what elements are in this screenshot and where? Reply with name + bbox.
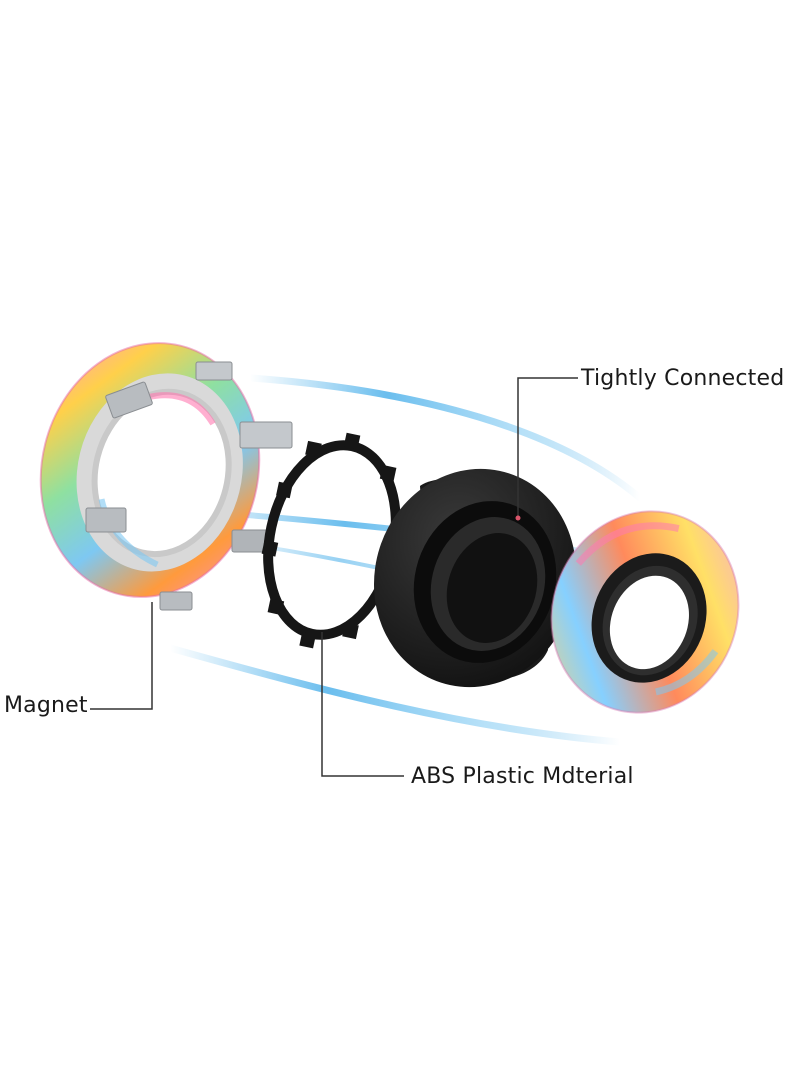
leader-tightly-connected <box>517 377 578 518</box>
rainbow-end-ring <box>550 510 740 714</box>
streak-3 <box>166 644 624 746</box>
magnet-1 <box>105 381 153 419</box>
leader-lines <box>90 377 578 777</box>
callout-tightly-connected: Tightly Connected <box>581 366 785 391</box>
magnet-2 <box>239 421 293 449</box>
rainbow-outer-ring <box>39 342 261 598</box>
magnet-pieces <box>85 361 293 611</box>
black-inner-sleeve <box>374 468 576 688</box>
leader-dot-tightly-connected <box>515 515 521 521</box>
streak-1 <box>246 374 644 502</box>
callout-abs-plastic-material: ABS Plastic Mdterial <box>411 764 634 789</box>
leader-magnet <box>90 602 153 710</box>
leader-abs <box>321 632 404 777</box>
magnet-5 <box>159 591 193 611</box>
callout-magnet: Magnet <box>4 693 88 718</box>
magnet-3 <box>85 507 127 533</box>
magnet-6 <box>195 361 233 381</box>
